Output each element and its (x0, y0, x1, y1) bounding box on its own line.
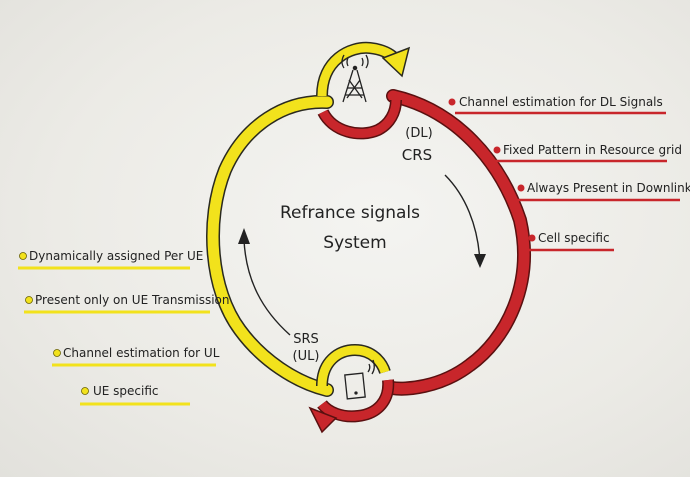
mobile-device-icon (344, 359, 375, 400)
crs-note-text: Channel estimation for DL Signals (459, 95, 663, 109)
center-title-line1: Refrance signals (280, 203, 420, 223)
uplink-label: SRS (293, 332, 319, 347)
crs-note-text: Fixed Pattern in Resource grid (503, 143, 682, 157)
srs-note-text: Dynamically assigned Per UE (29, 249, 203, 263)
uplink-flow-arrowhead (238, 228, 250, 244)
crs-note-text: Always Present in Downlink (527, 181, 690, 195)
crs-note-4: Cell specific (528, 231, 614, 252)
cell-tower-icon (341, 54, 369, 103)
downlink-flow-arrowhead (474, 254, 486, 268)
uplink-flow-arrow (243, 239, 291, 336)
crs-note-1: Channel estimation for DL Signals (448, 95, 666, 115)
srs-note-text: Channel estimation for UL (63, 346, 220, 360)
srs-note-1: Dynamically assigned Per UE (18, 249, 203, 270)
downlink-flow-arrow (444, 174, 481, 263)
srs-note-text: Present only on UE Transmission (35, 293, 230, 307)
center-title-line2: System (323, 233, 386, 253)
crs-note-3: Always Present in Downlink (517, 181, 690, 202)
srs-note-3: Channel estimation for UL (52, 346, 220, 367)
uplink-label-bottom: (UL) (293, 349, 320, 364)
crs-note-text: Cell specific (538, 231, 610, 245)
downlink-label-top: (DL) (405, 126, 432, 141)
crs-note-2: Fixed Pattern in Resource grid (493, 143, 682, 163)
srs-note-text: UE specific (93, 384, 159, 398)
downlink-label: CRS (402, 146, 432, 164)
srs-note-4: UE specific (80, 384, 190, 406)
srs-note-2: Present only on UE Transmission (24, 293, 230, 314)
top-node-arrowhead (381, 46, 411, 78)
bottom-node-arrowhead (308, 406, 338, 434)
